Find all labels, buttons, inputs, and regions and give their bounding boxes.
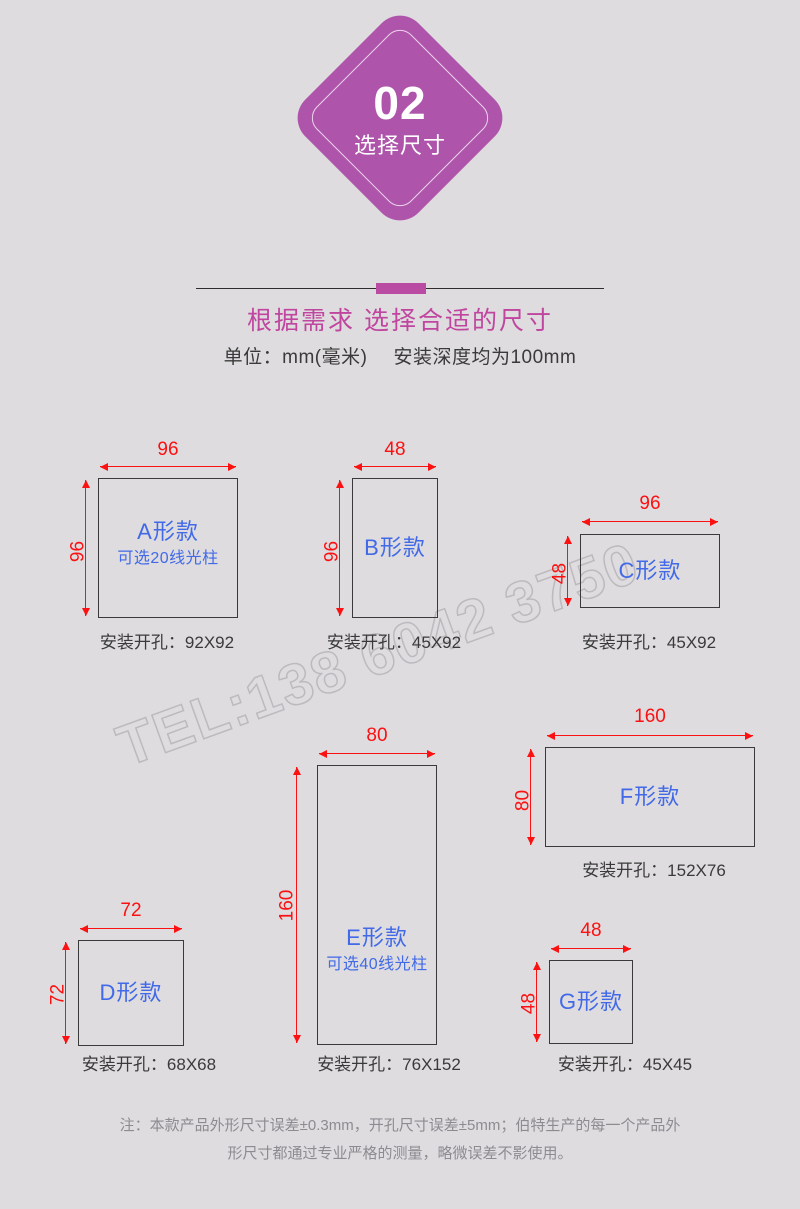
- spec-G-caption: 安装开孔：45X45: [557, 1055, 693, 1074]
- spec-C-width-value: 96: [639, 493, 661, 514]
- spec-B-caption: 安装开孔：45X92: [326, 633, 462, 652]
- spec-B-height-value: 96: [321, 540, 343, 563]
- spec-E-width-dimension-line: [319, 749, 435, 758]
- spec-A-label: A形款: [137, 519, 199, 545]
- section-title: 根据需求 选择合适的尺寸: [247, 307, 553, 335]
- spec-A-caption: 安装开孔：92X92: [99, 633, 235, 652]
- spec-E-height-value: 160: [276, 889, 298, 922]
- divider-accent-block: [376, 283, 426, 294]
- spec-A-width-dimension-line: [100, 462, 236, 471]
- unit-text: 单位：mm(毫米): [223, 347, 368, 368]
- spec-G-label: G形款: [558, 988, 624, 1014]
- spec-B-box: B形款: [352, 478, 438, 618]
- spec-C-height-dimension-line: [563, 536, 572, 606]
- spec-C-label: C形款: [618, 557, 682, 583]
- spec-D-caption: 安装开孔：68X68: [81, 1055, 217, 1074]
- badge-subtitle: 选择尺寸: [353, 132, 446, 158]
- spec-G-height-value: 48: [518, 992, 540, 1015]
- spec-C-caption: 安装开孔：45X92: [581, 633, 717, 652]
- spec-E-label: E形款: [346, 925, 408, 951]
- badge-number: 02: [373, 76, 427, 129]
- spec-F-box: F形款: [545, 747, 755, 847]
- spec-E-caption: 安装开孔：76X152: [317, 1055, 461, 1074]
- spec-C-height-value: 48: [549, 562, 571, 585]
- spec-D-box: D形款: [78, 940, 184, 1046]
- spec-B-height-dimension-line: [335, 480, 344, 616]
- spec-D-height-value: 72: [47, 983, 69, 1006]
- spec-A-width-value: 96: [157, 439, 179, 460]
- spec-G-box: G形款: [549, 960, 633, 1044]
- footer-note-line-1: 注：本款产品外形尺寸误差±0.3mm，开孔尺寸误差±5mm；伯特生产的每一个产品…: [119, 1117, 681, 1134]
- spec-F-height-dimension-line: [526, 749, 535, 845]
- spec-F-height-value: 80: [512, 789, 534, 812]
- spec-C-width-dimension-line: [582, 517, 718, 526]
- spec-E-sublabel: 可选40线光柱: [326, 956, 428, 974]
- footer-note: 注：本款产品外形尺寸误差±0.3mm，开孔尺寸误差±5mm；伯特生产的每一个产品…: [95, 1112, 705, 1168]
- spec-G-width-value: 48: [580, 920, 602, 941]
- spec-A-sublabel: 可选20线光柱: [117, 550, 219, 568]
- footer-note-line-2: 形尺寸都通过专业严格的测量，略微误差不影使用。: [227, 1144, 573, 1162]
- spec-A-box: A形款 可选20线光柱: [98, 478, 238, 618]
- spec-D-width-dimension-line: [80, 924, 182, 933]
- spec-C-box: C形款: [580, 534, 720, 608]
- spec-A-height-dimension-line: [81, 480, 90, 616]
- spec-A-height-value: 96: [67, 540, 89, 563]
- spec-D-height-dimension-line: [61, 942, 70, 1044]
- spec-G-width-dimension-line: [551, 944, 631, 953]
- spec-F-label: F形款: [619, 783, 681, 809]
- spec-E-box: E形款 可选40线光柱: [317, 765, 437, 1045]
- section-subtitle: 单位：mm(毫米) 安装深度均为100mm: [0, 342, 800, 369]
- spec-D-label: D形款: [99, 979, 163, 1005]
- spec-F-width-value: 160: [634, 706, 666, 727]
- spec-B-width-dimension-line: [354, 462, 436, 471]
- spec-B-width-value: 48: [384, 439, 406, 460]
- spec-D-width-value: 72: [120, 900, 142, 921]
- spec-G-height-dimension-line: [532, 962, 541, 1042]
- spec-E-width-value: 80: [366, 725, 388, 746]
- spec-F-caption: 安装开孔：152X76: [582, 861, 726, 880]
- section-divider: [196, 283, 604, 294]
- spec-F-width-dimension-line: [547, 731, 753, 740]
- spec-B-label: B形款: [364, 534, 426, 560]
- spec-E-height-dimension-line: [292, 767, 301, 1043]
- badge-text-group: 02 选择尺寸: [320, 38, 480, 198]
- section-badge: 02 选择尺寸: [286, 4, 514, 232]
- depth-text: 安装深度均为100mm: [393, 347, 577, 368]
